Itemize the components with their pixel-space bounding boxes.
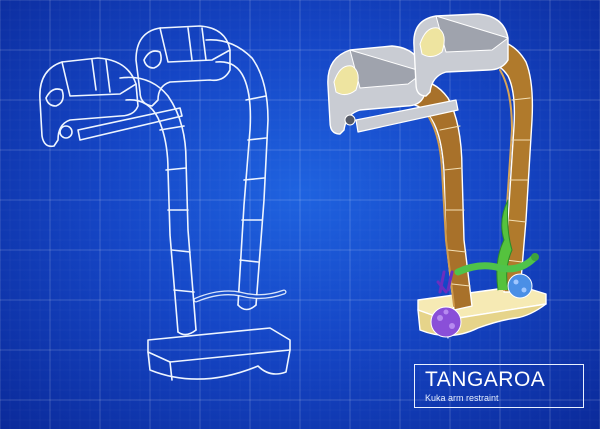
rendered-crossbar: [355, 99, 459, 133]
rendered-grip-front: [327, 45, 425, 135]
wireframe-tube-front: [119, 76, 197, 336]
wireframe-grip-back: [135, 25, 231, 107]
coral-purple: [430, 270, 462, 338]
project-subtitle: Kuka arm restraint: [425, 393, 499, 403]
wireframe-tube-back: [205, 39, 269, 311]
rendered-tube-back: [485, 39, 534, 293]
wireframe-crossbar: [77, 107, 183, 141]
eel: [454, 254, 538, 276]
title-block: TANGAROA Kuka arm restraint: [414, 364, 584, 408]
rendered-view: [327, 13, 547, 339]
wireframe-base: [147, 327, 291, 381]
rendered-grip-back: [413, 13, 509, 97]
wireframe-grip-front: [39, 57, 139, 148]
project-title: TANGAROA: [425, 368, 546, 391]
wireframe-view: [39, 25, 291, 381]
coral-blue: [507, 273, 533, 299]
